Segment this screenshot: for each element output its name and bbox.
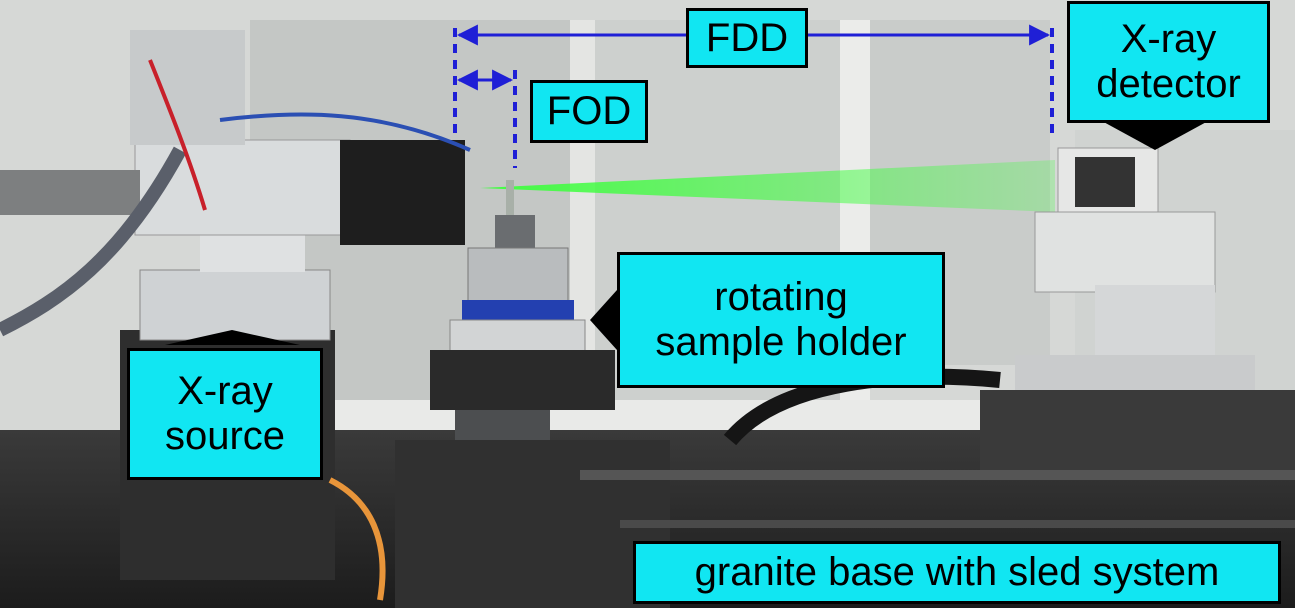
source-label-line: X-ray [177, 369, 273, 414]
rotating-sample-holder-label: rotating sample holder [617, 252, 945, 388]
source-label-line: source [164, 414, 286, 458]
source-mount-block [200, 232, 305, 272]
source-cable-bundle [0, 146, 187, 337]
xray-source-label: X-ray source [127, 348, 323, 480]
source-housing [134, 139, 351, 236]
granite-base-label: granite base with sled system [633, 541, 1281, 604]
detector-frame [1034, 211, 1216, 293]
sample-mount-top [495, 215, 535, 250]
source-cable-red [148, 59, 207, 211]
source-top-unit [130, 30, 245, 145]
xray-detector-label: X-ray detector [1067, 1, 1270, 123]
orange-cable [328, 477, 386, 601]
sled-rail [620, 520, 1295, 528]
detector-label-line: detector [1096, 62, 1241, 106]
fdd-label: FDD [686, 8, 808, 68]
sled-rail [580, 470, 1295, 480]
sample-holder-label-line: sample holder [655, 320, 907, 364]
detector-screen [1075, 157, 1135, 207]
xray-beam [480, 160, 1055, 212]
detector-stage [1095, 285, 1215, 360]
source-callout-pointer [165, 330, 300, 345]
sample-holder-callout-pointer [590, 290, 617, 350]
detector-label-line: X-ray [1120, 17, 1217, 62]
linear-stage [430, 350, 615, 410]
source-cooling-tube [0, 170, 140, 215]
fod-label: FOD [530, 80, 648, 143]
source-cable-blue [219, 112, 471, 152]
source-tube-head [340, 140, 465, 245]
detector-granite-rail [980, 390, 1295, 470]
sample-pin [506, 180, 514, 215]
detector-callout-pointer [1100, 120, 1210, 150]
sample-holder-label-line: rotating [714, 275, 848, 320]
source-sled-plate [139, 269, 331, 341]
